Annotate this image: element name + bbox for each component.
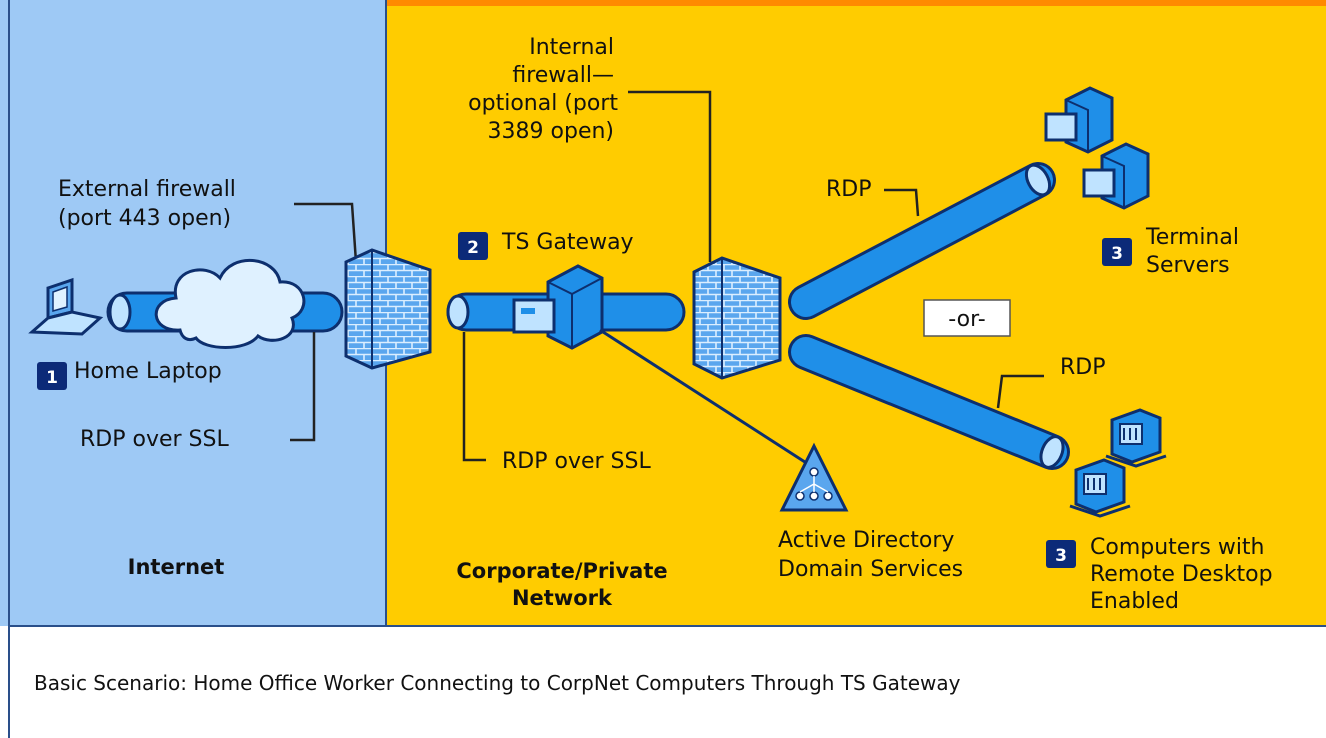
ts-gateway-label: TS Gateway — [501, 230, 634, 255]
laptop-icon — [28, 277, 104, 336]
rdp-upper-leader — [884, 188, 920, 217]
svg-text:1: 1 — [46, 368, 58, 388]
servers-badge: 3 — [1102, 238, 1132, 266]
internal-firewall-label-line4: 3389 open) — [488, 119, 614, 144]
computers-label-line2: Remote Desktop — [1090, 562, 1273, 587]
internal-firewall-leader — [628, 90, 712, 262]
corporate-zone-label-line1: Corporate/Private — [456, 559, 667, 583]
or-label: -or- — [948, 307, 985, 332]
directory-triangle-icon — [779, 442, 849, 512]
ts-gateway-server-icon — [512, 264, 604, 350]
internet-zone-label: Internet — [128, 555, 225, 579]
svg-text:3: 3 — [1055, 546, 1067, 566]
internal-firewall-icon — [692, 256, 782, 380]
terminal-servers-label-line1: Terminal — [1145, 225, 1239, 250]
gateway-badge: 2 — [458, 232, 488, 260]
rdp-ssl-internet-leader — [290, 332, 316, 442]
terminal-server-icon-1 — [1044, 86, 1114, 154]
external-firewall-label-line1: External firewall — [58, 177, 236, 202]
desktop-computer-icon-1 — [1105, 408, 1167, 468]
rdp-lower-label: RDP — [1060, 355, 1106, 380]
cloud-icon — [154, 259, 306, 349]
svg-text:3: 3 — [1111, 244, 1123, 264]
external-firewall-icon — [344, 248, 432, 370]
home-laptop-label: Home Laptop — [74, 359, 222, 384]
computers-label-line1: Computers with — [1090, 535, 1265, 560]
internal-firewall-label-line2: firewall— — [512, 63, 614, 88]
rdp-over-ssl-corp-label: RDP over SSL — [502, 449, 651, 474]
caption-panel — [0, 626, 1326, 738]
rdp-lower-leader — [996, 374, 1044, 409]
rdp-ssl-corp-leader — [462, 332, 486, 462]
rdp-upper-label: RDP — [826, 177, 872, 202]
desktop-computer-icon-2 — [1069, 458, 1131, 518]
external-firewall-label-line2: (port 443 open) — [58, 206, 231, 231]
gateway-to-directory-line — [599, 328, 809, 466]
diagram-caption: Basic Scenario: Home Office Worker Conne… — [34, 671, 961, 695]
computers-badge: 3 — [1046, 540, 1076, 568]
terminal-servers-label-line2: Servers — [1146, 253, 1230, 278]
rdp-upper-pipe — [788, 162, 1056, 320]
laptop-badge: 1 — [37, 362, 67, 390]
rdp-lower-pipe — [788, 334, 1070, 470]
active-directory-label-line2: Domain Services — [778, 557, 963, 582]
corporate-zone-label-line2: Network — [512, 586, 613, 610]
external-firewall-leader — [294, 202, 358, 263]
terminal-server-icon-2 — [1082, 142, 1150, 210]
rdp-over-ssl-internet-label: RDP over SSL — [80, 427, 229, 452]
active-directory-label-line1: Active Directory — [778, 528, 954, 553]
top-strip — [386, 0, 1326, 6]
internal-firewall-label-line3: optional (port — [468, 91, 618, 116]
or-box — [923, 299, 1011, 337]
internal-firewall-label-line1: Internal — [529, 35, 614, 60]
svg-text:2: 2 — [467, 238, 479, 258]
computers-label-line3: Enabled — [1090, 589, 1179, 614]
